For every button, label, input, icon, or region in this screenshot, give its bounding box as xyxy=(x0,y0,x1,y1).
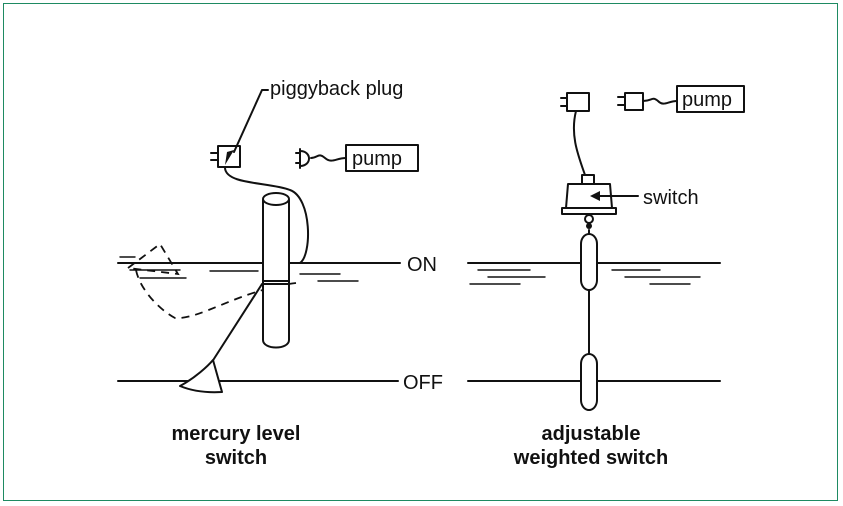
float-lower xyxy=(580,353,598,411)
adjustable-weighted-switch xyxy=(560,85,745,411)
off-level-label: OFF xyxy=(403,372,443,394)
piggyback-plug-label: piggyback plug xyxy=(270,78,403,100)
pump-plug-left xyxy=(295,148,310,169)
caption-left-line2: switch xyxy=(205,447,267,469)
pump-box-left xyxy=(345,144,419,172)
float-upper xyxy=(580,233,598,291)
pump-box-right xyxy=(676,85,745,113)
switch-cord xyxy=(224,167,309,264)
standpipe xyxy=(262,199,290,349)
caption-right-line1: adjustable xyxy=(542,423,641,445)
float-bulb xyxy=(179,359,223,394)
dashed-float-position xyxy=(135,269,297,319)
dashed-float-body xyxy=(125,242,180,276)
pump-plug-right xyxy=(624,92,644,111)
mercury-level-switch xyxy=(125,89,419,394)
pump-label-left: pump xyxy=(352,148,402,170)
caption-right-line2: weighted switch xyxy=(513,447,668,469)
caption-left-line1: mercury level xyxy=(172,423,301,445)
switch-label: switch xyxy=(643,187,699,209)
on-level-label: ON xyxy=(407,254,437,276)
pump-label-right: pump xyxy=(682,89,732,111)
water-surface xyxy=(117,256,721,285)
plug-top-right xyxy=(566,92,590,112)
